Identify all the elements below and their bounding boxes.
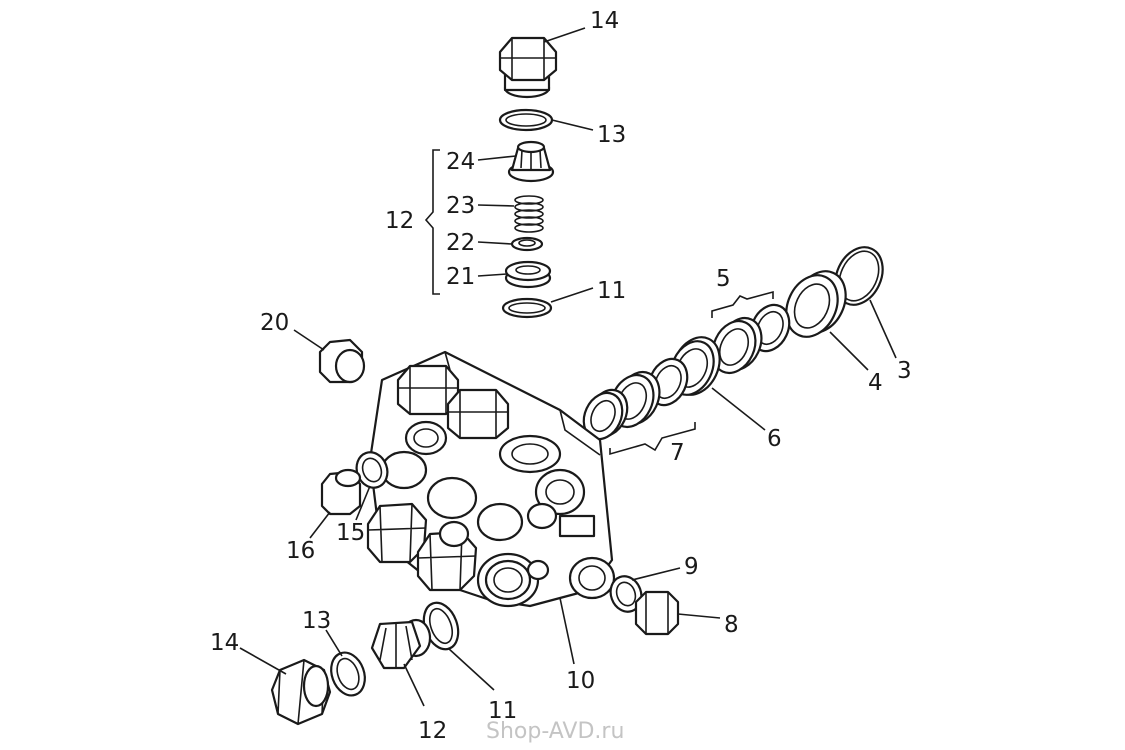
leader-9 — [631, 567, 681, 581]
label-3: 3 — [897, 358, 912, 384]
label-21: 21 — [446, 264, 475, 290]
part-15-washer — [355, 451, 389, 489]
label-11-bottom: 11 — [488, 698, 517, 724]
leader-22 — [477, 241, 513, 245]
part-13-bottom-washer — [330, 651, 366, 697]
leader-20 — [293, 329, 325, 351]
part-14-bottom-hex-plug — [270, 658, 332, 726]
leader-11-top — [550, 287, 594, 303]
leader-12-bottom — [403, 663, 425, 707]
part-23-spring — [514, 195, 544, 233]
label-5: 5 — [716, 266, 731, 292]
label-12-bottom: 12 — [418, 718, 447, 744]
group-7-bracket — [609, 422, 696, 456]
group-12-bracket — [424, 149, 440, 295]
label-13-top: 13 — [597, 122, 626, 148]
leader-14-top — [543, 27, 586, 43]
label-9: 9 — [684, 554, 699, 580]
part-14-top-hex-plug — [498, 36, 558, 99]
leader-6 — [711, 387, 766, 431]
label-23: 23 — [446, 193, 475, 219]
part-9-washer — [609, 575, 643, 613]
part-16-plug — [320, 468, 362, 516]
leader-3 — [869, 299, 897, 359]
label-11-top: 11 — [597, 278, 626, 304]
label-14-bottom: 14 — [210, 630, 239, 656]
label-24: 24 — [446, 149, 475, 175]
label-10: 10 — [566, 668, 595, 694]
group-5-bracket — [711, 290, 774, 318]
label-22: 22 — [446, 230, 475, 256]
part-20-plug — [318, 338, 366, 384]
label-14-top: 14 — [590, 8, 619, 34]
leader-10 — [559, 597, 575, 665]
part-21-valve-seat — [504, 260, 552, 289]
label-13-bottom: 13 — [302, 608, 331, 634]
label-15: 15 — [336, 520, 365, 546]
watermark: Shop-AVD.ru — [486, 719, 624, 744]
leader-4 — [829, 331, 869, 371]
part-11-top-o-ring — [501, 297, 553, 319]
part-22-valve-disc — [510, 236, 544, 252]
leader-11-bottom — [447, 647, 495, 691]
label-4: 4 — [868, 370, 883, 396]
part-3-o-ring — [834, 246, 884, 306]
label-16: 16 — [286, 538, 315, 564]
label-6: 6 — [767, 426, 782, 452]
label-20: 20 — [260, 310, 289, 336]
leader-24 — [477, 155, 517, 161]
leader-23 — [477, 204, 515, 207]
part-10-manifold-body — [366, 350, 616, 608]
part-12-bottom-valve-cage — [370, 618, 432, 670]
label-12-group: 12 — [385, 208, 414, 234]
part-7-seal-set — [582, 357, 689, 441]
leader-14-bottom — [239, 647, 287, 675]
label-7: 7 — [670, 440, 685, 466]
part-24-valve-cage — [507, 140, 555, 183]
leader-21 — [477, 273, 508, 277]
part-13-top-washer — [498, 108, 554, 132]
leader-15 — [355, 485, 371, 521]
leader-16 — [309, 511, 331, 539]
part-8-plug — [634, 590, 680, 636]
part-4-seal-sleeve — [785, 270, 847, 338]
leader-8 — [677, 613, 721, 619]
label-8: 8 — [724, 612, 739, 638]
part-5-seal-set — [711, 303, 791, 374]
leader-13-bottom — [325, 629, 343, 657]
leader-13-top — [551, 119, 594, 131]
